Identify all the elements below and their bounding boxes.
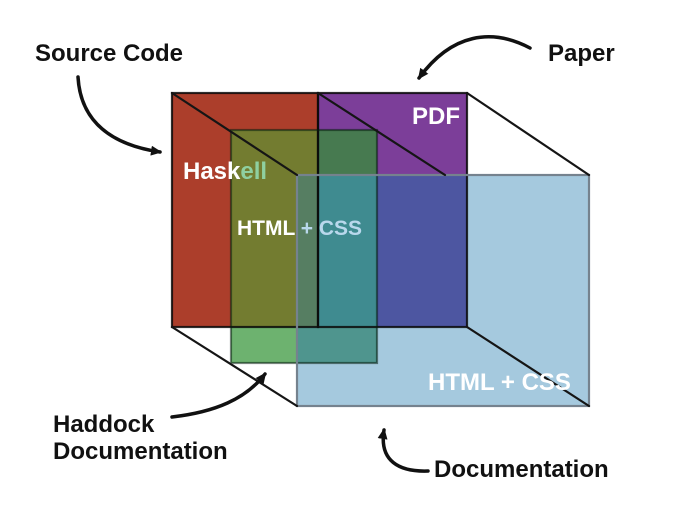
depth-edges [170,91,591,408]
paper-label: Paper [548,40,615,67]
haskell-face-label: Haskell [183,158,267,185]
doc-haddock-overlap [297,327,377,363]
depth-edge-top-right [465,91,591,177]
haddock-arrow [170,372,267,419]
source-code-arrow [76,75,162,156]
callout-labels: Source Code Paper Haddock Documentation … [35,40,615,483]
haddock-label-line1: Haddock [53,411,155,438]
haddock-html-css-face-label: HTML + CSS [237,217,362,240]
face-fills [172,93,589,406]
doc-haddock-paper-overlap [318,175,377,327]
doc-paper-overlap [377,175,467,327]
haddock-html-face-label-white-part: HTML [237,217,301,240]
haddock-face-outline [229,128,379,365]
haskell-face-label-tinted-part: ell [240,158,267,185]
depth-edge-bottom-left [170,325,299,408]
haskell-face-label-white-part: Hask [183,158,241,185]
documentation-html-css-face-label: HTML + CSS [428,369,571,396]
doc-haddock-source-overlap [297,175,318,327]
paper-arrow [417,35,532,80]
documentation-label: Documentation [434,456,609,483]
haddock-label-line2: Documentation [53,438,228,465]
depth-edge-bottom-right [465,325,591,408]
depth-edge-top-middle [316,91,447,177]
face-labels: Haskell PDF HTML + CSS HTML + CSS [183,103,571,396]
haddock-css-face-label-tinted-part: + CSS [301,217,362,240]
pdf-face-label: PDF [412,103,460,130]
paper-face-outline [316,91,469,329]
depth-edge-top-left [170,91,299,177]
source-code-label: Source Code [35,40,183,67]
documentation-arrow [377,428,430,473]
callout-arrows [76,35,532,473]
